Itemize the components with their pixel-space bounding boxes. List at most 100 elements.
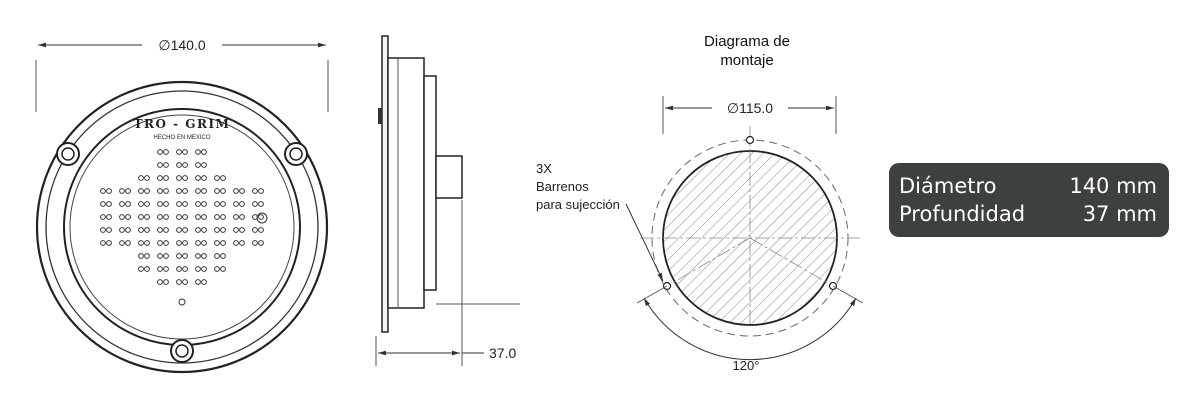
led-dot — [214, 266, 220, 272]
holes-note-line2: Barrenos — [536, 179, 589, 194]
led-dot — [138, 253, 144, 259]
led-dot — [239, 240, 245, 246]
led-dot — [182, 201, 188, 207]
led-dot — [220, 266, 226, 272]
led-dot — [195, 253, 201, 259]
led-dot — [252, 188, 258, 194]
led-dot — [157, 214, 163, 220]
led-dot — [233, 188, 239, 194]
screw-icon — [284, 142, 308, 166]
led-dot — [157, 227, 163, 233]
led-dot — [220, 214, 226, 220]
spec-label-depth: Profundidad — [899, 202, 1026, 226]
led-dot — [176, 175, 182, 181]
led-dot — [195, 188, 201, 194]
led-dot — [233, 227, 239, 233]
led-dot — [157, 253, 163, 259]
led-dot — [239, 227, 245, 233]
spec-label-diameter: Diámetro — [899, 174, 997, 198]
side-body — [387, 57, 425, 309]
led-dot — [157, 266, 163, 272]
led-dot — [163, 214, 169, 220]
led-dot — [195, 227, 201, 233]
led-dot — [163, 266, 169, 272]
led-dot — [214, 240, 220, 246]
led-dot — [125, 227, 131, 233]
led-dot — [119, 214, 125, 220]
led-dot — [125, 201, 131, 207]
led-dot — [106, 240, 112, 246]
mounting-diagram: Diagrama de montaje ∅115.0 120° 3X Barre… — [536, 33, 864, 373]
side-back-housing — [423, 75, 437, 291]
front-diameter-label: ∅140.0 — [158, 37, 205, 53]
led-dot — [106, 214, 112, 220]
spec-value-diameter: 140 mm — [1069, 174, 1157, 198]
led-dot — [201, 227, 207, 233]
led-dot — [252, 240, 258, 246]
led-dot — [220, 188, 226, 194]
spec-row-depth: Profundidad 37 mm — [899, 200, 1157, 228]
led-dot — [220, 201, 226, 207]
led-dot — [195, 175, 201, 181]
lens-ring — [63, 108, 301, 346]
led-dot — [144, 253, 150, 259]
led-dot — [195, 266, 201, 272]
led-dot — [214, 188, 220, 194]
led-dot — [138, 175, 144, 181]
led-dot — [106, 188, 112, 194]
led-dot — [138, 227, 144, 233]
led-dot — [182, 214, 188, 220]
mount-diameter-label: ∅115.0 — [727, 100, 773, 116]
mounting-title-line2: montaje — [720, 52, 773, 69]
side-notch — [378, 108, 382, 124]
led-dot — [195, 279, 201, 285]
angle-extension-right — [832, 285, 864, 304]
led-dot — [201, 214, 207, 220]
led-dot — [100, 188, 106, 194]
led-dot — [163, 201, 169, 207]
led-dot — [163, 175, 169, 181]
led-dot — [214, 227, 220, 233]
angle-extension-left — [636, 285, 668, 304]
led-dot — [157, 188, 163, 194]
led-dot — [201, 162, 207, 168]
led-dot — [138, 201, 144, 207]
led-dot — [157, 149, 163, 155]
depth-label: 37.0 — [489, 345, 516, 361]
vent-hole — [178, 298, 186, 306]
led-dot — [195, 162, 201, 168]
holes-note-line1: 3X — [536, 161, 552, 176]
led-dot — [182, 253, 188, 259]
led-dot — [163, 188, 169, 194]
led-dot — [182, 227, 188, 233]
screw-icon — [170, 339, 194, 363]
led-dot — [182, 240, 188, 246]
led-dot — [157, 201, 163, 207]
led-dot — [239, 214, 245, 220]
led-dot — [233, 214, 239, 220]
led-dot — [201, 175, 207, 181]
led-dot — [176, 162, 182, 168]
led-dot — [252, 201, 258, 207]
led-dot — [239, 201, 245, 207]
led-dot — [214, 214, 220, 220]
led-dot — [138, 266, 144, 272]
led-dot — [176, 266, 182, 272]
led-dot — [258, 214, 264, 220]
led-dot — [176, 279, 182, 285]
led-dot — [201, 149, 207, 155]
led-array — [100, 149, 264, 285]
led-dot — [239, 188, 245, 194]
led-dot — [119, 201, 125, 207]
led-dot — [106, 227, 112, 233]
led-dot — [144, 227, 150, 233]
led-dot — [195, 240, 201, 246]
led-dot — [258, 227, 264, 233]
led-dot — [163, 240, 169, 246]
led-dot — [214, 175, 220, 181]
led-dot — [176, 188, 182, 194]
led-dot — [144, 188, 150, 194]
led-dot — [157, 175, 163, 181]
made-in-text: HECHO EN MEXICO — [153, 135, 210, 141]
center-line-lower-right — [749, 237, 834, 287]
